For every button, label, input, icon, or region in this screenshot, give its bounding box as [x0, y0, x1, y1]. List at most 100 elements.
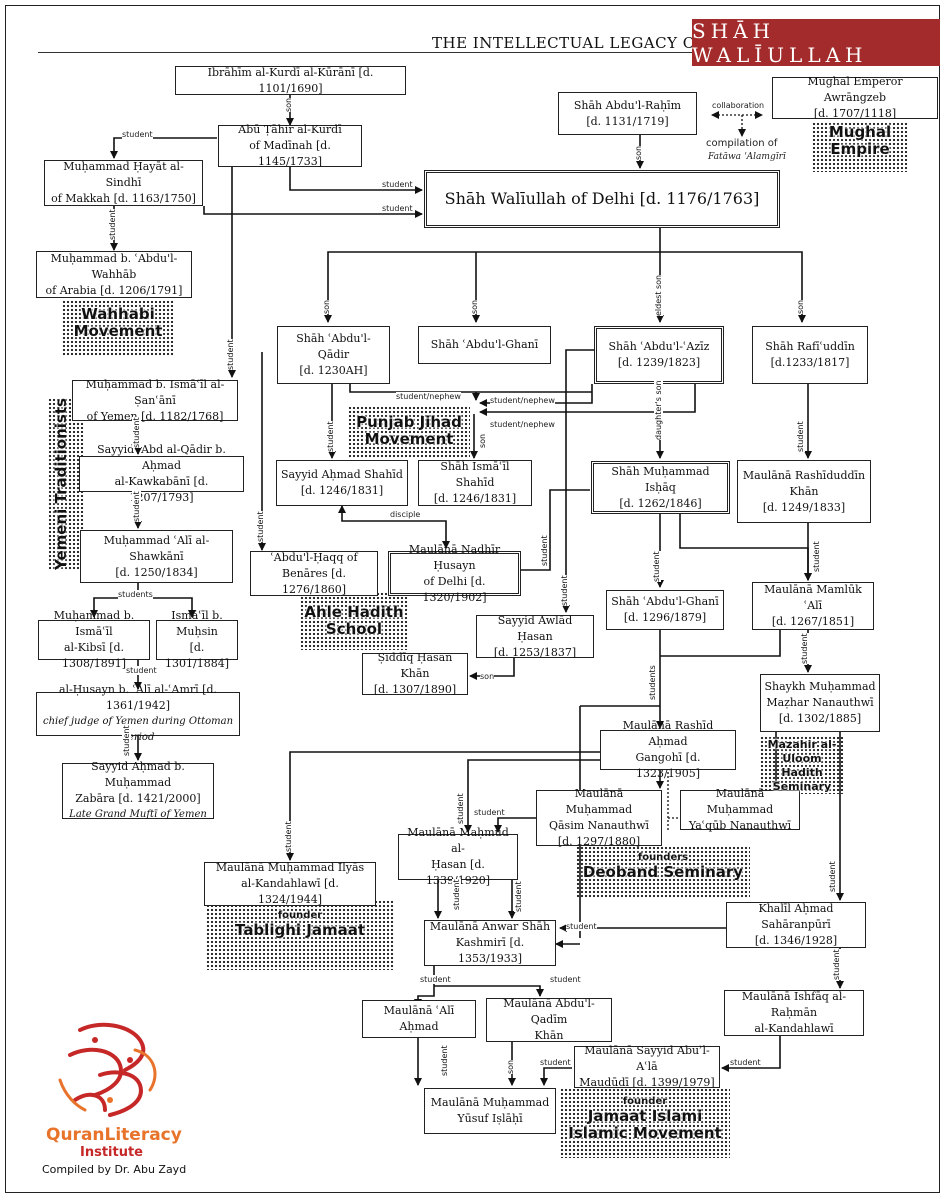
node-yaqub-line2: Yaʿqūb Nanauthwī: [688, 819, 792, 832]
node-mazhar-line1: Shaykh Muḥammad: [764, 680, 876, 693]
node-ismail-shahid-line1: Shāh Ismāʿīl Shahīd: [440, 460, 510, 489]
yemeni-dots: [48, 398, 84, 570]
movement-mazahir: Mazahir al- Uloom Hadith Seminary: [760, 738, 844, 794]
edge-label-collaboration: collaboration: [712, 101, 765, 110]
node-abdulghani-2: Shāh ʿAbdu'l-Ghanī [d. 1296/1879]: [606, 590, 724, 630]
node-ishfaq-line1: Maulānā Ishfāq al-Raḥmān: [741, 990, 847, 1019]
header-rule: [38, 52, 693, 53]
logo-text-2: Institute: [80, 1145, 143, 1160]
node-anwar-line1: Maulānā Anwar Shāh: [429, 920, 551, 933]
movement-wahhabi: Wahhabi Movement: [62, 306, 174, 340]
node-yaqub-line1: Maulānā Muḥammad: [706, 787, 774, 816]
node-ali-ahmad-line1: Maulānā ʿAlī Aḥmad: [383, 1004, 455, 1033]
node-sanani: Muḥammad b. Ismāʿīl al-Ṣanʿānī of Yemen …: [72, 377, 238, 423]
movement-jamaat-founder: founder: [622, 1096, 668, 1107]
movement-wahhabi-line2: Movement: [73, 322, 163, 340]
node-rashiduddin-line1: Maulānā Rashīduddīn: [742, 468, 866, 482]
edge-label-eldest-son: eldest son: [654, 274, 663, 316]
deoband-dots: [576, 846, 750, 898]
jamaat-dots: [560, 1088, 730, 1158]
node-rashiduddin-line3: [d. 1249/1833]: [762, 500, 846, 514]
edge-label-student-17: student: [800, 633, 809, 664]
node-ishfaq-line2: al-Kandahlawī: [754, 1022, 834, 1035]
punjab-dots: [348, 406, 470, 458]
node-siddiq-line2: [d. 1307/1890]: [373, 683, 457, 696]
node-shawkani: Muḥammad ʿAlī al-Shawkānī [d. 1250/1834]: [80, 530, 233, 583]
node-ishaq: Shāh Muḥammad Isḥāq [d. 1262/1846]: [591, 461, 730, 514]
node-kawkabani-line1: Sayyid ʿAbd al-Qādir b. Aḥmad: [97, 443, 226, 472]
movement-punjab-line2: Movement: [364, 430, 454, 448]
page-border: [5, 5, 940, 1193]
node-khalil: Khalīl Aḥmad Sahāranpūrī [d. 1346/1928]: [726, 902, 866, 948]
node-mahmud: Maulānā Maḥmūd al- Ḥasan [d. 1339/1920]: [398, 826, 518, 887]
edge-label-student-8: student: [126, 666, 157, 675]
node-abdurrahim-line1: Shāh Abdu'l-Raḥīm: [573, 98, 682, 112]
edge-label-student-22: student: [452, 879, 461, 910]
node-abdulqadim-line1: Maulānā Abdu'l-Qadīm: [503, 997, 595, 1026]
node-gangohi-line1: Maulānā Rashīd Aḥmad: [622, 719, 714, 748]
node-ilyas-line2: al-Kandahlawī [d. 1324/1944]: [241, 877, 339, 906]
edge-label-student-16: student: [812, 541, 821, 572]
node-sanani-line1: Muḥammad b. Ismāʿīl al-Ṣanʿānī: [85, 377, 225, 407]
node-abdulghani-1-line1: Shāh ʿAbdu'l-Ghanī: [430, 338, 539, 351]
node-rafiuddin-line1: Shāh Rafīʿuddīn: [765, 340, 855, 353]
wahhabi-dots: [62, 300, 174, 356]
edge-label-student-20: student: [284, 821, 293, 852]
node-abdulqadir-line1: Shāh ʿAbdu'l-Qādir: [296, 332, 371, 361]
node-abdulghani-2-line2: [d. 1296/1879]: [623, 611, 707, 624]
node-kibsi-line2: al-Kibsī [d. 1308/1891]: [62, 641, 126, 670]
node-awrangzeb-line2: [d. 1707/1118]: [813, 107, 897, 120]
node-awlad: Sayyid Awlād Ḥasan [d. 1253/1837]: [476, 614, 594, 659]
edge-label-students-2: students: [648, 665, 657, 700]
node-hayat-line1: Muḥammad Ḥayāt al-Sindhī: [63, 160, 184, 189]
edge-label-student-nephew-3: student/nephew: [490, 420, 555, 429]
node-abdulaziz-line2: [d. 1239/1823]: [617, 356, 701, 369]
node-rashiduddin: Maulānā Rashīduddīn Khān [d. 1249/1833]: [737, 460, 871, 523]
movement-mughal-line2: Empire: [830, 140, 890, 158]
edge-label-student-26: student: [420, 975, 451, 984]
logo-text-1: QuranLiteracy: [46, 1125, 182, 1145]
edge-label-student-9: student: [122, 725, 131, 756]
ahle-dots: [300, 592, 408, 650]
edge-label-student-10: student: [256, 511, 265, 542]
edge-label-student-1: student: [122, 130, 153, 139]
movement-mazahir-line2: Uloom Hadith: [781, 752, 823, 779]
node-abu-tahir-line1: Abū Ṭāhir al-Kurdī: [238, 123, 342, 136]
node-waliullah-line1: Shāh Walīullah of Delhi [d. 1176/1763]: [444, 189, 760, 208]
movement-tablighi-founder: founder: [277, 910, 323, 921]
movement-punjab-line1: Punjab Jihad: [356, 413, 462, 431]
node-gangohi-line2: Gangohī [d. 1323/1905]: [635, 751, 701, 780]
node-kibsi: Muḥammad b. Ismāʿīl al-Kibsī [d. 1308/18…: [38, 609, 150, 670]
movement-jamaat-line3: Islamic Movement: [568, 1124, 722, 1142]
node-ibrahim: Ibrāhīm al-Kurdī al-Kūrānī [d. 1101/1690…: [175, 66, 406, 95]
edge-label-student-15: student: [652, 551, 661, 582]
node-maududi-line1: Maulānā Sayyid Abuʾl-Aʿlā: [584, 1044, 710, 1073]
node-abdulwahhab-line1: Muḥammad b. ʿAbdu'l-Wahhāb: [50, 251, 178, 281]
node-abu-tahir: Abū Ṭāhir al-Kurdī of Madīnah [d. 1145/1…: [218, 123, 362, 168]
node-maududi: Maulānā Sayyid Abuʾl-Aʿlā Maudūdī [d. 13…: [574, 1044, 720, 1089]
node-abdulqadim: Maulānā Abdu'l-Qadīm Khān: [486, 997, 612, 1042]
movement-deoband: founders Deoband Seminary: [576, 852, 750, 881]
movement-ahle-line2: School: [325, 620, 383, 638]
node-nadhir-line1: Maulānā Nadhīr Ḥusayn: [408, 542, 501, 572]
edge-label-students-1: students: [118, 590, 153, 599]
node-sanani-line2: of Yemen [d. 1182/1768]: [86, 409, 224, 423]
edge-label-student-21: student: [828, 861, 837, 892]
edge-label-son-3: son: [322, 299, 331, 314]
node-yusuf-line1: Maulānā Muḥammad: [430, 1096, 550, 1109]
edge-label-student-nephew-2: student/nephew: [490, 396, 555, 405]
movement-mazahir-line3: Seminary: [772, 780, 832, 793]
node-ahmad-shahid: Sayyid Aḥmad Shahīd [d. 1246/1831]: [276, 460, 408, 506]
edge-label-student-23: student: [514, 881, 523, 912]
edge-label-daughters-son: daughter's son: [654, 380, 663, 440]
node-ishaq-line2: [d. 1262/1846]: [619, 496, 702, 510]
page-title: THE INTELLECTUAL LEGACY OF: [432, 34, 707, 52]
node-abdulghani-2-line1: Shāh ʿAbdu'l-Ghanī: [611, 595, 719, 608]
edge-label-student-14: student: [560, 575, 569, 606]
edge-label-student-nephew-1: student/nephew: [396, 392, 461, 401]
node-awrangzeb-line1: Mughal Emperor Awrāngzeb: [807, 75, 903, 104]
node-yusuf: Maulānā Muḥammad Yūsuf Iṣlāḥī: [424, 1088, 556, 1134]
node-mamluk-line1: Maulānā Mamlūk ʿAlī: [764, 583, 862, 612]
node-muhsin-line1: Ismāʿīl b. Muḥsin: [171, 609, 223, 638]
edge-label-student-19: student: [456, 793, 465, 824]
